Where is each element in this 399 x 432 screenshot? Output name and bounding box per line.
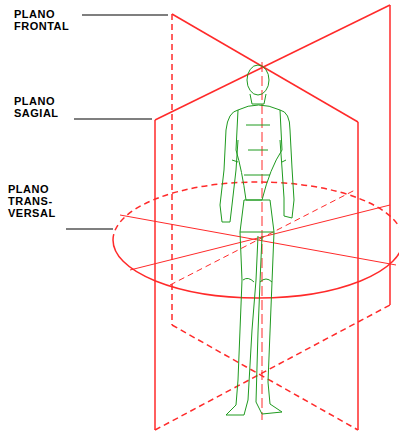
plane-label: PLANO SAGIAL: [14, 95, 70, 119]
plane-label: PLANO TRANS-VERSAL: [8, 183, 62, 219]
plane-label: PLANO FRONTAL: [14, 8, 78, 32]
